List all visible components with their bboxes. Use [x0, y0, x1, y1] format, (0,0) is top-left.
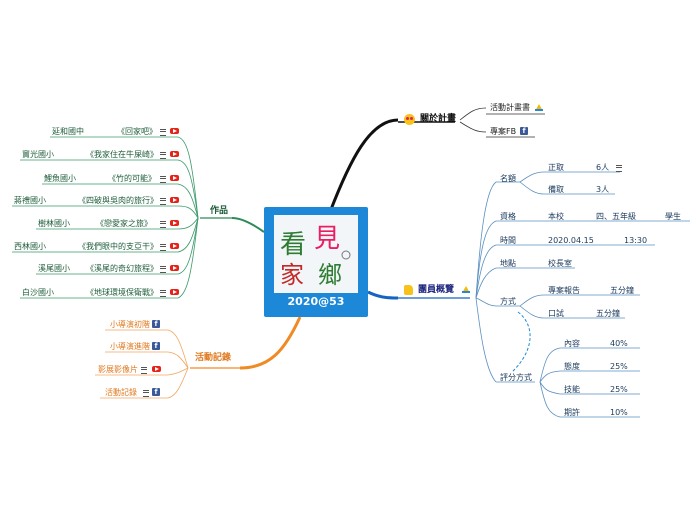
topic-plan[interactable]: 關於計畫 — [420, 114, 457, 124]
note-icon[interactable] — [160, 244, 166, 251]
qualification-student: 學生 — [665, 212, 681, 221]
work-school[interactable]: 蔣禮國小 — [14, 196, 46, 205]
quota-waitlist[interactable]: 備取 — [548, 185, 564, 194]
scoring-expectation-value: 10% — [610, 408, 628, 417]
overview-method[interactable]: 方式 — [500, 297, 516, 306]
work-school[interactable]: 竇光國小 — [22, 150, 54, 159]
work-title[interactable]: 《溪尾的奇幻旅程》 — [86, 264, 158, 273]
work-title[interactable]: 《四破與吳肉的旅行》 — [78, 196, 158, 205]
event-item[interactable]: 影展影像片 — [98, 365, 138, 374]
facebook-icon[interactable]: f — [152, 342, 160, 350]
thumbs-up-icon — [404, 285, 413, 295]
plan-item-fb[interactable]: 專案FB — [490, 127, 517, 136]
quota-regular[interactable]: 正取 — [548, 163, 564, 172]
overview-place[interactable]: 地點 — [500, 259, 516, 268]
work-school[interactable]: 延和國中 — [52, 127, 84, 136]
work-school[interactable]: 西林國小 — [14, 242, 46, 251]
plan-item-proposal[interactable]: 活動計畫書 — [490, 103, 530, 112]
work-title[interactable]: 《戀愛家之旅》 — [96, 219, 152, 228]
note-icon[interactable] — [160, 176, 166, 183]
quota-waitlist-value: 3人 — [596, 185, 610, 194]
svg-text:見: 見 — [314, 224, 340, 254]
overview-scoring[interactable]: 評分方式 — [500, 373, 532, 382]
topic-overview[interactable]: 團員概覽 — [418, 285, 455, 295]
work-school[interactable]: 鯉魚國小 — [44, 174, 76, 183]
svg-text:鄉: 鄉 — [318, 261, 342, 289]
svg-text:看: 看 — [280, 230, 306, 260]
youtube-icon[interactable] — [170, 175, 179, 181]
facebook-icon[interactable]: f — [152, 320, 160, 328]
qualification-grade: 四、五年級 — [596, 212, 636, 221]
youtube-icon[interactable] — [170, 197, 179, 203]
work-title[interactable]: 《回家吧》 — [117, 127, 157, 136]
youtube-icon[interactable] — [170, 243, 179, 249]
qualification-school: 本校 — [548, 212, 564, 221]
note-icon[interactable] — [160, 266, 166, 273]
scoring-attitude[interactable]: 態度 — [564, 362, 580, 371]
note-icon[interactable] — [160, 129, 166, 136]
youtube-icon[interactable] — [170, 289, 179, 295]
scoring-expectation[interactable]: 期許 — [564, 408, 580, 417]
logo-image: 看 見 家 鄉 — [274, 215, 358, 293]
method-report[interactable]: 專案報告 — [548, 286, 580, 295]
central-topic-title: 2020@53 — [287, 295, 345, 308]
place-value: 校長室 — [548, 259, 572, 268]
overview-quota[interactable]: 名額 — [500, 174, 516, 183]
event-item[interactable]: 小導演進階 — [110, 342, 150, 351]
youtube-icon[interactable] — [170, 265, 179, 271]
scoring-content-value: 40% — [610, 339, 628, 348]
google-drive-icon[interactable] — [535, 104, 543, 111]
work-school[interactable]: 樹林國小 — [38, 219, 70, 228]
scoring-attitude-value: 25% — [610, 362, 628, 371]
scoring-content[interactable]: 內容 — [564, 339, 580, 348]
note-icon[interactable] — [143, 390, 149, 397]
method-interview[interactable]: 口試 — [548, 309, 564, 318]
note-icon[interactable] — [160, 152, 166, 159]
note-icon[interactable] — [160, 198, 166, 205]
event-item[interactable]: 活動記錄 — [105, 388, 137, 397]
svg-text:家: 家 — [280, 261, 304, 289]
central-topic[interactable]: 看 見 家 鄉 2020@53 — [264, 207, 368, 317]
work-title[interactable]: 《地球環境保衛戰》 — [86, 288, 158, 297]
work-title[interactable]: 《我們眼中的支亞干》 — [78, 242, 158, 251]
youtube-icon[interactable] — [170, 220, 179, 226]
work-school[interactable]: 溪尾國小 — [38, 264, 70, 273]
note-icon[interactable] — [160, 290, 166, 297]
scoring-skill-value: 25% — [610, 385, 628, 394]
facebook-icon[interactable]: f — [520, 127, 528, 135]
heart-eyes-icon — [404, 114, 415, 125]
youtube-icon[interactable] — [152, 366, 161, 372]
scoring-skill[interactable]: 技能 — [564, 385, 580, 394]
youtube-icon[interactable] — [170, 151, 179, 157]
topic-events[interactable]: 活動記錄 — [195, 353, 232, 363]
work-school[interactable]: 白沙國小 — [22, 288, 54, 297]
work-title[interactable]: 《我家住在牛屎崎》 — [86, 150, 158, 159]
google-drive-icon[interactable] — [462, 286, 470, 293]
youtube-icon[interactable] — [170, 128, 179, 134]
note-icon[interactable] — [160, 221, 166, 228]
time-clock: 13:30 — [624, 236, 648, 245]
overview-time[interactable]: 時間 — [500, 236, 516, 245]
time-date: 2020.04.15 — [548, 236, 594, 245]
topic-works[interactable]: 作品 — [210, 206, 229, 216]
overview-qualification[interactable]: 資格 — [500, 212, 516, 221]
event-item[interactable]: 小導演初階 — [110, 320, 150, 329]
work-title[interactable]: 《竹的可能》 — [108, 174, 156, 183]
quota-regular-value: 6人 — [596, 163, 610, 172]
note-icon[interactable] — [141, 367, 147, 374]
logo-artwork: 看 見 家 鄉 — [280, 224, 351, 289]
note-icon[interactable] — [616, 165, 622, 172]
facebook-icon[interactable]: f — [152, 388, 160, 396]
method-interview-value: 五分鐘 — [596, 309, 620, 318]
method-report-value: 五分鐘 — [610, 286, 634, 295]
